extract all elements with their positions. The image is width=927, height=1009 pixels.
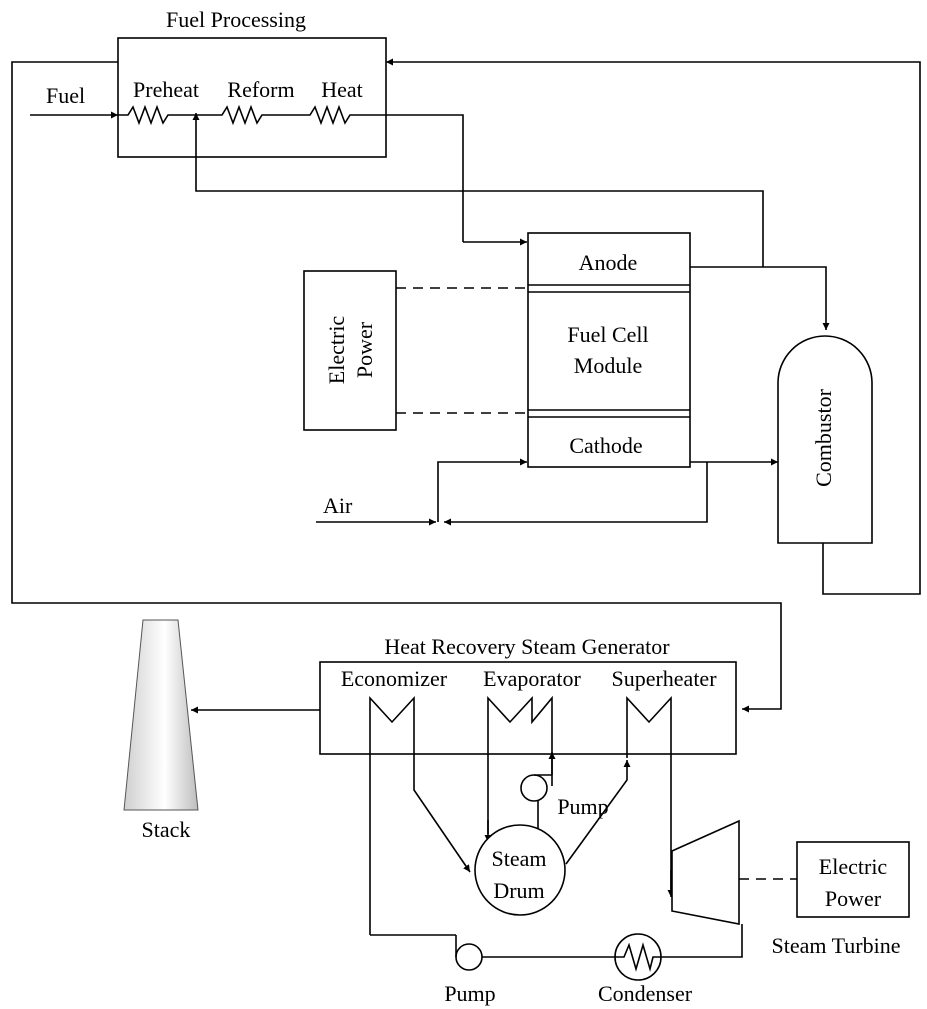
bottom-pump-shape bbox=[455, 943, 483, 971]
hrsg-title: Heat Recovery Steam Generator bbox=[384, 634, 670, 659]
fuel-input-label: Fuel bbox=[46, 83, 85, 108]
steam-drum-label-2: Drum bbox=[493, 878, 544, 903]
electric-power-top-label-2: Power bbox=[352, 321, 377, 378]
drum-pump: Pump bbox=[520, 774, 609, 829]
evaporator-label: Evaporator bbox=[483, 666, 581, 691]
combustor-label: Combustor bbox=[811, 388, 836, 486]
steam-drum-label-1: Steam bbox=[492, 846, 547, 871]
air-to-cathode-arrow bbox=[437, 458, 527, 522]
electric-power-bottom-box bbox=[796, 841, 910, 918]
hrsg-box bbox=[319, 661, 737, 755]
cathode-recycle-arrow bbox=[444, 462, 708, 526]
condenser: Condenser bbox=[598, 933, 693, 1006]
drum-pump-label: Pump bbox=[557, 794, 608, 819]
stack-label: Stack bbox=[142, 817, 191, 842]
exhaust-to-hrsg-arrow bbox=[11, 594, 782, 713]
condenser-label: Condenser bbox=[598, 981, 693, 1006]
fuel-cell-stack: Anode Fuel Cell Module Cathode bbox=[527, 232, 691, 468]
cathode-label: Cathode bbox=[569, 433, 642, 458]
condensate-line-right bbox=[482, 924, 743, 958]
condenser-coil bbox=[615, 942, 661, 973]
electric-power-top: Electric Power bbox=[303, 270, 528, 431]
heat-label: Heat bbox=[321, 77, 363, 102]
hrsg-block: Heat Recovery Steam Generator Economizer… bbox=[319, 634, 737, 935]
combustor-shape bbox=[777, 335, 873, 544]
stack-shape bbox=[123, 619, 199, 811]
electric-power-bottom-label-1: Electric bbox=[819, 854, 888, 879]
economizer-label: Economizer bbox=[341, 666, 448, 691]
module-label: Module bbox=[574, 353, 642, 378]
combustor: Combustor bbox=[777, 335, 873, 544]
combustor-return-arrow bbox=[386, 58, 921, 595]
fuel-cell-label: Fuel Cell bbox=[567, 322, 648, 347]
air-label: Air bbox=[323, 493, 353, 518]
fuel-processing-title: Fuel Processing bbox=[166, 7, 306, 32]
electric-power-top-label-1: Electric bbox=[324, 316, 349, 385]
economizer-coil bbox=[369, 695, 471, 935]
stack: Stack bbox=[123, 619, 199, 842]
anode-to-combustor-arrow bbox=[690, 266, 830, 330]
steam-turbine: Steam Turbine bbox=[671, 819, 901, 958]
evaporator-coil bbox=[487, 695, 553, 834]
steam-turbine-label: Steam Turbine bbox=[772, 933, 901, 958]
fuel-coil-line bbox=[118, 104, 464, 242]
electric-power-top-box bbox=[303, 270, 397, 431]
fuel-processing-box bbox=[117, 37, 387, 158]
superheater-label: Superheater bbox=[611, 666, 717, 691]
reform-label: Reform bbox=[227, 77, 294, 102]
electric-power-bottom: Electric Power bbox=[739, 841, 910, 918]
steam-turbine-shape bbox=[671, 819, 740, 925]
outer-loop-left bbox=[11, 61, 118, 594]
anode-label: Anode bbox=[579, 250, 638, 275]
drum-pump-shape bbox=[520, 774, 548, 802]
bottom-pump-label: Pump bbox=[444, 981, 495, 1006]
drum-to-superheater-arrow bbox=[565, 760, 631, 865]
preheat-label: Preheat bbox=[133, 77, 199, 102]
fuel-processing-block: Fuel Processing Fuel Preheat Reform Heat bbox=[30, 7, 527, 246]
superheater-coil bbox=[626, 695, 672, 890]
fuel-cell-box bbox=[527, 232, 691, 468]
electric-power-bottom-label-2: Power bbox=[825, 886, 882, 911]
anode-exhaust-preheat-arrow bbox=[192, 113, 764, 267]
steam-drum: Steam Drum bbox=[474, 824, 566, 916]
steam-drum-shape bbox=[474, 824, 566, 916]
bottom-pump: Pump bbox=[444, 935, 496, 1006]
